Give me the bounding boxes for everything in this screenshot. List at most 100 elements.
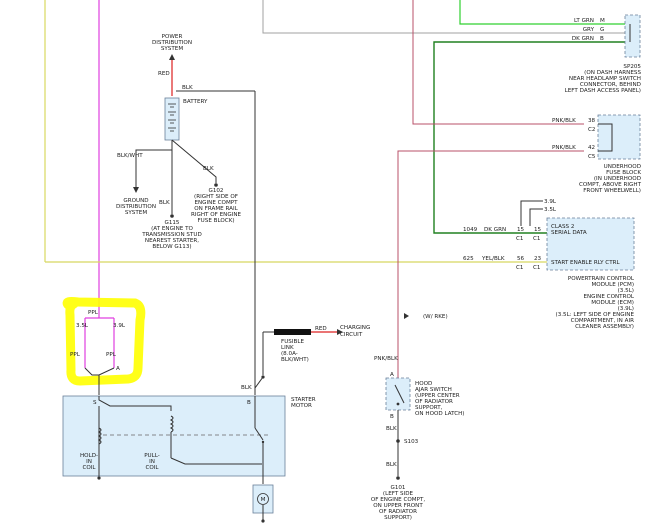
battery-label: BATTERY [183,99,208,105]
hood-pin-b: B [390,414,394,420]
uh-pin-42: 42 [588,145,595,151]
lt-grn-wire [459,0,625,25]
pcm-eng-39: 3.9L [544,199,557,205]
pnk-blk-wire-2 [397,150,584,378]
battery-cells [168,103,176,132]
starter-blk-label: BLK [241,385,252,391]
uh-wire-1: PNK/BLK [552,118,576,124]
hl-ppl-top: PPL [88,310,99,316]
sp205-box [624,14,641,58]
hl-ppl-left: PPL [70,352,81,358]
blk-hood-1: BLK [386,426,397,432]
pcm-pin-15a: 15 [517,227,525,233]
uh-conn-c5: C5 [588,154,596,160]
uh-wire-2: PNK/BLK [552,145,576,151]
starter-pin-s: S [93,400,97,406]
hl-eng-39: 3.9L [113,323,126,329]
pcm-pin-56: 56 [517,256,525,262]
pcm-conn-c1d: C1 [533,265,541,271]
hold-in-coil [97,427,102,445]
fusible-link [274,329,311,335]
pcm-circuit-1049: 1049 [463,227,478,233]
s103-splice [396,439,400,443]
s103-label: S103 [404,439,419,445]
g102-ground [214,183,218,187]
gry-wire [262,0,625,34]
sp205-pin-b: B [600,36,604,42]
pcm-pin-15b: 15 [534,227,542,233]
hood-pin-a: A [390,372,394,378]
red-battery-label: RED [158,71,170,77]
starter-motor-box [62,395,286,477]
starter-hold-ground [97,476,101,480]
pnk-blk-wire-1 [412,0,584,125]
sp205-pin-g: G [600,27,604,33]
power-dist-arrow [169,54,175,60]
pcm-eng-bracket-2 [529,208,543,226]
pcm-conn-c1c: C1 [516,265,524,271]
sp205-wire-dkgrn: DK GRN [572,36,594,42]
underhood-internal [598,123,613,152]
w-rke-arrow [404,313,409,319]
blk-g115-label: BLK [159,200,170,206]
starter-pin-b: B [247,400,251,406]
hl-ppl-right: PPL [106,352,117,358]
pcm-conn-c1b: C1 [533,236,541,242]
pcm-conn-c1a: C1 [516,236,524,242]
pcm-eng-35: 3.5L [544,207,557,213]
pcm-start-enable: START ENABLE RLY CTRL [551,260,621,266]
battery-neg-wire [135,140,173,187]
pcm-box [546,217,635,271]
g115-ground [170,214,174,218]
hl-eng-35: 3.5L [76,323,89,329]
blk-wht-label: BLK/WHT [117,153,143,159]
pcm-pin-23: 23 [534,256,542,262]
w-rke-label: (W/ RKE) [423,314,448,320]
pcm-wire-yelblk: YEL/BLK [481,256,505,262]
motor-ground [261,519,265,523]
g101-ground [396,476,400,480]
hl-pin-a: A [116,366,120,372]
fusible-red-label: RED [315,326,327,332]
pull-in-to-motor [170,457,262,465]
uh-conn-c2: C2 [588,127,595,133]
blk-battery-label: BLK [182,85,193,91]
blk-g102-label: BLK [203,166,214,172]
starter-contact [254,427,264,441]
ppl-join [84,367,115,376]
pcm-wire-dkgrn: DK GRN [484,227,506,233]
pcm-eng-bracket [520,200,543,226]
sp205-wire-ltgrn: LT GRN [574,18,594,24]
ground-dist-arrow [133,187,139,193]
pull-in-coil [169,415,174,433]
sp205-wire-gry: GRY [583,27,595,33]
uh-pin-38: 38 [588,118,596,124]
hood-switch-pivot [396,402,400,406]
starter-s-wire [98,396,172,411]
dk-grn-wire [433,41,625,234]
charging-arrow [337,329,343,335]
blk-hood-2: BLK [386,462,397,468]
hood-switch-contact [394,384,405,404]
fusible-join [254,376,264,389]
sp205-pin-m: M [600,18,605,24]
highlight-marker [62,296,146,386]
g102-wire [171,139,217,183]
pnk-blk-hood-label: PNK/BLK [374,356,398,362]
